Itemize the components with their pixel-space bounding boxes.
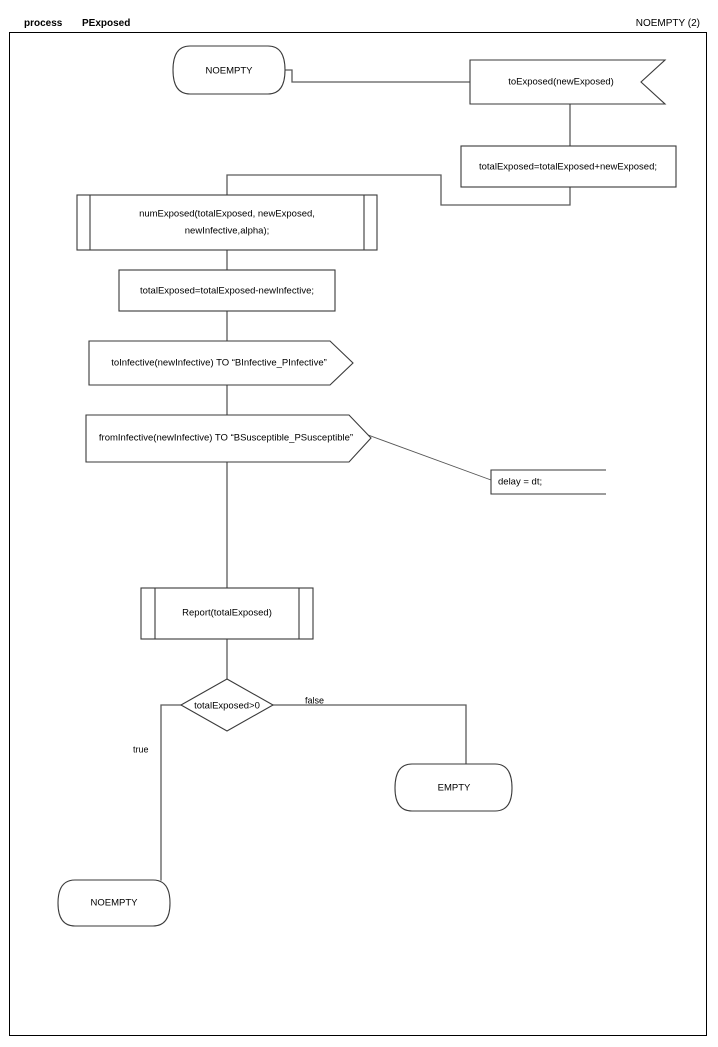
stadium-shape xyxy=(57,879,171,927)
node-end-noempty[interactable]: NOEMPTY xyxy=(57,879,171,927)
header-state-label: NOEMPTY (2) xyxy=(635,18,700,29)
subroutine-box-shape xyxy=(76,194,378,251)
node-decision-totalexposed[interactable]: totalExposed>0 xyxy=(179,678,275,732)
node-comment-delay-label: delay = dt; xyxy=(498,477,542,488)
node-send-frominfective[interactable]: fromInfective(newInfective) TO “BSuscept… xyxy=(85,414,372,463)
node-send-frominfective-label: fromInfective(newInfective) TO “BSuscept… xyxy=(99,433,353,444)
node-comment-delay[interactable]: delay = dt; xyxy=(490,469,606,495)
edge-label-true: true xyxy=(133,744,149,754)
send-signal-shape xyxy=(85,414,372,463)
node-decision-totalexposed-label: totalExposed>0 xyxy=(194,701,260,712)
decision-diamond-shape xyxy=(179,678,275,732)
node-end-empty[interactable]: EMPTY xyxy=(394,763,513,812)
node-subroutine-report[interactable]: Report(totalExposed) xyxy=(140,587,314,640)
process-box-shape xyxy=(460,145,677,188)
connector-start-to-receive xyxy=(282,69,471,83)
node-assign-total-sub-label: totalExposed=totalExposed-newInfective; xyxy=(140,286,314,297)
node-subroutine-numexposed-label-line2: newInfective,alpha); xyxy=(185,226,270,237)
node-send-toinfective[interactable]: toInfective(newInfective) TO “BInfective… xyxy=(88,340,354,386)
node-subroutine-numexposed[interactable]: numExposed(totalExposed, newExposed, new… xyxy=(76,194,378,251)
receive-signal-shape xyxy=(469,59,667,105)
connectors xyxy=(160,69,571,881)
connector-assign-add-to-numexposed xyxy=(226,174,571,206)
subroutine-box-shape xyxy=(140,587,314,640)
node-send-toinfective-label: toInfective(newInfective) TO “BInfective… xyxy=(111,358,327,369)
node-receive-toexposed-label: toExposed(newExposed) xyxy=(508,77,614,88)
header-kind-label: process xyxy=(24,18,63,29)
connector-decision-true-to-noempty xyxy=(160,704,182,881)
edge-label-false: false xyxy=(305,695,324,705)
node-subroutine-numexposed-label-line1: numExposed(totalExposed, newExposed, xyxy=(139,209,315,220)
process-box-shape xyxy=(118,269,336,312)
node-receive-toexposed[interactable]: toExposed(newExposed) xyxy=(469,59,667,105)
connector-decision-false-to-empty xyxy=(272,704,467,765)
node-start-noempty[interactable]: NOEMPTY xyxy=(172,45,286,95)
connector-comment-leader xyxy=(348,427,492,481)
stadium-shape xyxy=(394,763,513,812)
stadium-shape xyxy=(172,45,286,95)
node-assign-total-add-label: totalExposed=totalExposed+newExposed; xyxy=(479,162,657,173)
send-signal-shape xyxy=(88,340,354,386)
node-start-noempty-label: NOEMPTY xyxy=(206,66,254,77)
comment-bracket-shape xyxy=(490,469,606,495)
node-assign-total-add[interactable]: totalExposed=totalExposed+newExposed; xyxy=(460,145,677,188)
node-assign-total-sub[interactable]: totalExposed=totalExposed-newInfective; xyxy=(118,269,336,312)
node-end-noempty-label: NOEMPTY xyxy=(91,898,139,909)
page-border xyxy=(9,32,707,1036)
header-process-name: PExposed xyxy=(82,18,131,29)
node-subroutine-report-label: Report(totalExposed) xyxy=(182,608,272,619)
node-end-empty-label: EMPTY xyxy=(438,783,471,794)
